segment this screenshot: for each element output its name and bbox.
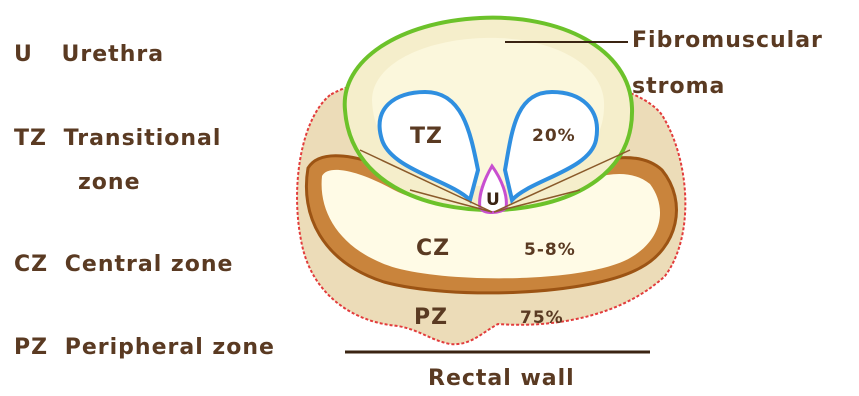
- label-rectal-wall: Rectal wall: [428, 366, 575, 391]
- label-tz: TZ: [410, 124, 443, 149]
- label-pz-percent: 75%: [520, 308, 564, 328]
- label-pz: PZ: [414, 305, 448, 330]
- label-cz: CZ: [416, 236, 450, 261]
- label-urethra: U: [486, 190, 501, 210]
- label-cz-percent: 5-8%: [524, 240, 576, 260]
- label-stroma: stroma: [632, 74, 725, 99]
- label-fibromuscular: Fibromuscular: [632, 28, 823, 53]
- label-tz-percent: 20%: [532, 126, 576, 146]
